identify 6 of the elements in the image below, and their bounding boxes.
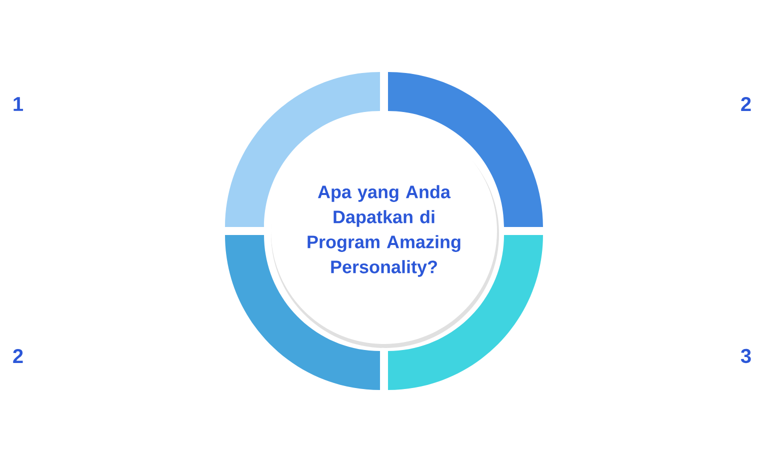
number-label: 3 [740, 348, 751, 364]
number-label: 2 [13, 349, 23, 363]
center-circle [271, 118, 497, 344]
title-text: Apa yang Anda Dapatkan di Program Amazing Personality? [308, 185, 460, 277]
number-label: 1 [14, 97, 24, 111]
number-label: 2 [741, 97, 751, 111]
